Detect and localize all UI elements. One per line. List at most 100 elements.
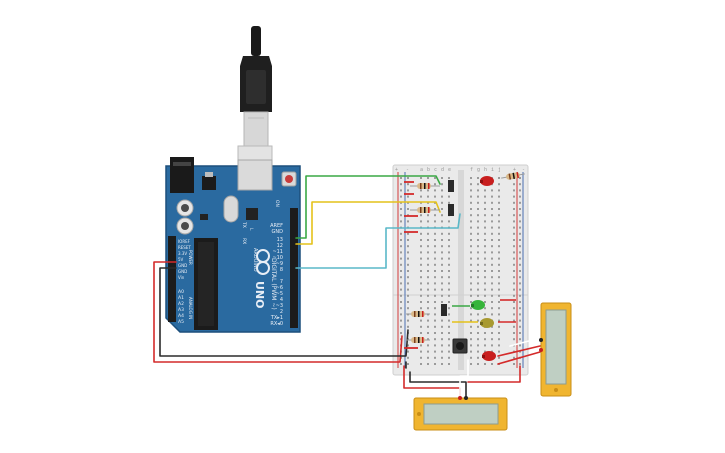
- led-green[interactable]: [471, 300, 485, 310]
- breadboard-hole[interactable]: [513, 332, 515, 334]
- breadboard-hole[interactable]: [470, 313, 472, 316]
- breadboard-hole[interactable]: [400, 294, 402, 297]
- breadboard-hole[interactable]: [491, 282, 493, 285]
- breadboard-hole[interactable]: [477, 195, 479, 198]
- breadboard-hole[interactable]: [484, 344, 486, 347]
- breadboard-hole[interactable]: [498, 220, 500, 223]
- breadboard-hole[interactable]: [484, 313, 486, 316]
- breadboard-hole[interactable]: [491, 245, 493, 248]
- breadboard-hole[interactable]: [407, 307, 409, 310]
- breadboard-hole[interactable]: [448, 257, 450, 260]
- breadboard-hole[interactable]: [427, 232, 429, 235]
- breadboard-hole[interactable]: [427, 338, 429, 341]
- breadboard-hole[interactable]: [420, 245, 422, 248]
- breadboard-hole[interactable]: [420, 356, 422, 359]
- breadboard-hole[interactable]: [400, 257, 402, 260]
- breadboard-hole[interactable]: [407, 276, 409, 279]
- breadboard-hole[interactable]: [477, 313, 479, 316]
- breadboard-hole[interactable]: [519, 232, 521, 235]
- breadboard-hole[interactable]: [491, 301, 493, 303]
- breadboard-hole[interactable]: [420, 257, 422, 260]
- breadboard-hole[interactable]: [448, 307, 450, 310]
- breadboard-hole[interactable]: [434, 220, 436, 223]
- breadboard-hole[interactable]: [519, 245, 521, 248]
- breadboard-hole[interactable]: [498, 332, 500, 334]
- breadboard-hole[interactable]: [519, 319, 521, 322]
- breadboard-hole[interactable]: [434, 276, 436, 279]
- breadboard-hole[interactable]: [470, 214, 472, 217]
- breadboard-hole-grid[interactable]: [400, 177, 521, 365]
- breadboard-hole[interactable]: [513, 363, 515, 365]
- breadboard-hole[interactable]: [407, 363, 409, 365]
- breadboard-hole[interactable]: [498, 270, 500, 272]
- breadboard-hole[interactable]: [448, 177, 450, 179]
- breadboard-hole[interactable]: [491, 363, 493, 365]
- breadboard-hole[interactable]: [477, 201, 479, 204]
- breadboard-hole[interactable]: [513, 201, 515, 204]
- breadboard-hole[interactable]: [498, 201, 500, 204]
- breadboard-hole[interactable]: [470, 363, 472, 365]
- breadboard-hole[interactable]: [477, 239, 479, 241]
- breadboard-hole[interactable]: [420, 195, 422, 198]
- breadboard-hole[interactable]: [513, 263, 515, 266]
- breadboard-hole[interactable]: [420, 270, 422, 272]
- breadboard-hole[interactable]: [427, 214, 429, 217]
- breadboard-hole[interactable]: [400, 276, 402, 279]
- breadboard-hole[interactable]: [498, 214, 500, 217]
- breadboard-hole[interactable]: [420, 288, 422, 291]
- breadboard-hole[interactable]: [400, 195, 402, 198]
- breadboard-hole[interactable]: [519, 332, 521, 334]
- breadboard-hole[interactable]: [448, 232, 450, 235]
- breadboard-hole[interactable]: [441, 288, 443, 291]
- breadboard-hole[interactable]: [470, 356, 472, 359]
- breadboard-hole[interactable]: [513, 220, 515, 223]
- breadboard-hole[interactable]: [441, 294, 443, 297]
- breadboard-hole[interactable]: [513, 183, 515, 186]
- breadboard-hole[interactable]: [491, 332, 493, 334]
- breadboard-hole[interactable]: [519, 257, 521, 260]
- breadboard-hole[interactable]: [470, 270, 472, 272]
- breadboard-hole[interactable]: [448, 338, 450, 341]
- breadboard-hole[interactable]: [513, 189, 515, 192]
- breadboard-hole[interactable]: [513, 195, 515, 198]
- breadboard-hole[interactable]: [513, 294, 515, 297]
- breadboard-hole[interactable]: [407, 294, 409, 297]
- breadboard-hole[interactable]: [420, 263, 422, 266]
- breadboard-hole[interactable]: [470, 301, 472, 303]
- breadboard-hole[interactable]: [427, 332, 429, 334]
- wire-red-meter2[interactable]: [497, 345, 541, 357]
- breadboard-hole[interactable]: [491, 294, 493, 297]
- breadboard-hole[interactable]: [498, 263, 500, 266]
- breadboard-hole[interactable]: [434, 177, 436, 179]
- breadboard-hole[interactable]: [400, 332, 402, 334]
- breadboard-hole[interactable]: [470, 232, 472, 235]
- resistor-4[interactable]: [406, 337, 430, 343]
- breadboard-hole[interactable]: [420, 214, 422, 217]
- breadboard-hole[interactable]: [427, 363, 429, 365]
- breadboard-hole[interactable]: [477, 220, 479, 223]
- breadboard-hole[interactable]: [448, 319, 450, 322]
- breadboard-hole[interactable]: [434, 214, 436, 217]
- breadboard-hole[interactable]: [513, 270, 515, 272]
- breadboard-hole[interactable]: [434, 208, 436, 210]
- breadboard-hole[interactable]: [470, 332, 472, 334]
- breadboard-hole[interactable]: [491, 189, 493, 192]
- breadboard-hole[interactable]: [491, 344, 493, 347]
- breadboard-hole[interactable]: [498, 189, 500, 192]
- breadboard-hole[interactable]: [491, 325, 493, 328]
- breadboard-hole[interactable]: [400, 307, 402, 310]
- breadboard-hole[interactable]: [513, 245, 515, 248]
- breadboard-hole[interactable]: [434, 363, 436, 365]
- breadboard-hole[interactable]: [519, 276, 521, 279]
- breadboard-hole[interactable]: [434, 183, 436, 186]
- wire-cyan-pin8[interactable]: [295, 213, 461, 269]
- breadboard-hole[interactable]: [519, 307, 521, 310]
- breadboard-hole[interactable]: [400, 239, 402, 241]
- breadboard-hole[interactable]: [484, 214, 486, 217]
- breadboard-hole[interactable]: [491, 263, 493, 266]
- breadboard-hole[interactable]: [427, 319, 429, 322]
- breadboard-hole[interactable]: [498, 276, 500, 279]
- breadboard-hole[interactable]: [427, 344, 429, 347]
- breadboard-hole[interactable]: [491, 195, 493, 198]
- breadboard-hole[interactable]: [400, 288, 402, 291]
